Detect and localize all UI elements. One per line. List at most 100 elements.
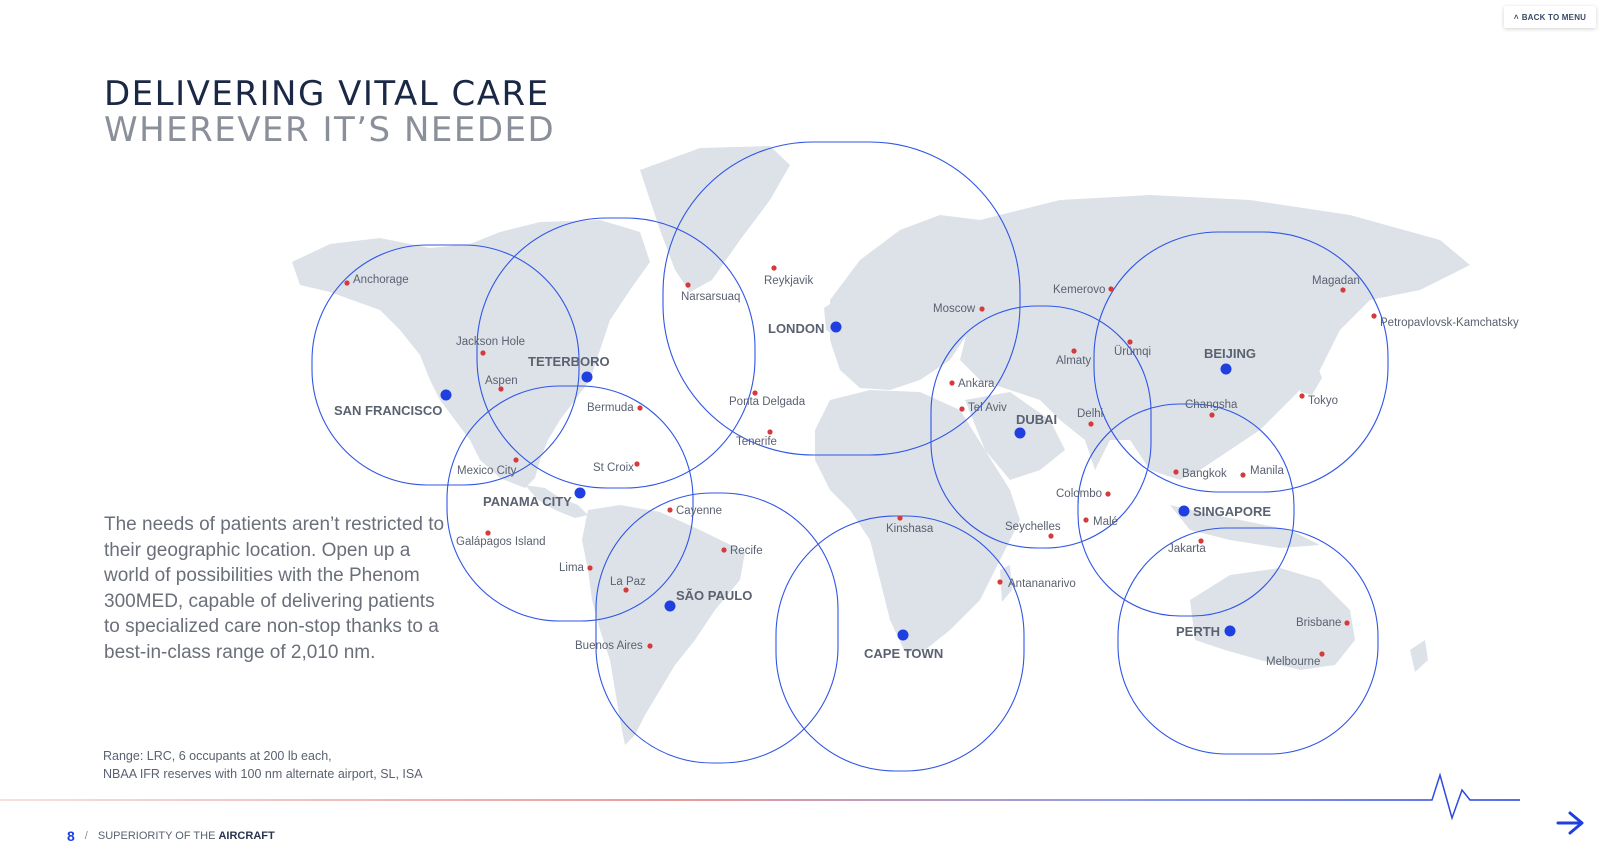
page-footer: 8 / SUPERIORITY OF THE AIRCRAFT xyxy=(67,828,275,844)
city-label: Ankara xyxy=(958,378,995,390)
city-marker[interactable] xyxy=(997,579,1003,585)
range-ring xyxy=(311,244,580,486)
hub-marker[interactable] xyxy=(1220,363,1232,375)
city-marker[interactable] xyxy=(1083,517,1089,523)
city-marker[interactable] xyxy=(1319,651,1325,657)
city-label: Malé xyxy=(1093,516,1118,528)
central-america-shape xyxy=(525,485,588,518)
city-label: Reykjavik xyxy=(764,275,813,287)
back-to-menu-button[interactable]: ˄ BACK TO MENU xyxy=(1504,6,1596,28)
city-marker[interactable] xyxy=(513,457,519,463)
city-marker[interactable] xyxy=(1127,339,1133,345)
city-marker[interactable] xyxy=(1108,286,1114,292)
city-label: Kinshasa xyxy=(886,523,934,535)
city-marker[interactable] xyxy=(979,306,985,312)
north-america-shape xyxy=(292,220,650,488)
city-label: Bangkok xyxy=(1182,468,1227,480)
city-marker[interactable] xyxy=(647,643,653,649)
city-marker[interactable] xyxy=(637,405,643,411)
city-marker[interactable] xyxy=(1371,313,1377,319)
city-label: Melbourne xyxy=(1266,656,1320,668)
hub-marker[interactable] xyxy=(1014,427,1026,439)
city-marker[interactable] xyxy=(634,461,640,467)
madagascar-shape xyxy=(1000,565,1012,602)
hub-label: DUBAI xyxy=(1016,412,1057,427)
city-marker[interactable] xyxy=(685,282,691,288)
footnote-line-1: Range: LRC, 6 occupants at 200 lb each, xyxy=(103,749,332,763)
hub-marker[interactable] xyxy=(1178,505,1190,517)
footnote-line-2: NBAA IFR reserves with 100 nm alternate … xyxy=(103,766,423,781)
hub-label: SÃO PAULO xyxy=(676,588,752,603)
city-marker[interactable] xyxy=(1340,287,1346,293)
page-title: DELIVERING VITAL CARE WHEREVER IT’S NEED… xyxy=(104,76,555,148)
city-label: Delhi xyxy=(1077,408,1103,420)
new-zealand-shape xyxy=(1410,640,1428,672)
description-text: The needs of patients aren’t restricted … xyxy=(104,514,445,663)
city-marker[interactable] xyxy=(485,530,491,536)
hub-marker[interactable] xyxy=(574,487,586,499)
city-marker[interactable] xyxy=(1209,412,1215,418)
range-ring xyxy=(1093,231,1389,493)
range-ring xyxy=(595,492,839,764)
range-ring xyxy=(1077,403,1295,617)
section-prefix: SUPERIORITY OF THE xyxy=(97,830,216,842)
city-marker[interactable] xyxy=(1198,538,1204,544)
hub-marker[interactable] xyxy=(664,600,676,612)
page-number: 8 xyxy=(67,828,75,844)
hub-label: BEIJING xyxy=(1204,346,1256,361)
hub-marker[interactable] xyxy=(830,321,842,333)
city-marker[interactable] xyxy=(344,280,350,286)
city-marker[interactable] xyxy=(498,386,504,392)
city-marker[interactable] xyxy=(623,587,629,593)
city-marker[interactable] xyxy=(1088,421,1094,427)
hub-label: PERTH xyxy=(1176,624,1220,639)
city-marker[interactable] xyxy=(959,406,965,412)
city-label: Lima xyxy=(559,562,585,574)
hub-marker[interactable] xyxy=(440,389,452,401)
section-name: SUPERIORITY OF THE AIRCRAFT xyxy=(98,830,275,842)
hub-marker[interactable] xyxy=(581,371,593,383)
hub-label: CAPE TOWN xyxy=(864,646,943,661)
city-label: Aspen xyxy=(485,375,518,387)
city-marker[interactable] xyxy=(1299,393,1305,399)
title-line-2: WHEREVER IT’S NEEDED xyxy=(104,110,556,150)
city-marker[interactable] xyxy=(1048,533,1054,539)
city-label: Mexico City xyxy=(457,465,517,477)
city-label: Galápagos Island xyxy=(456,536,546,548)
hub-marker[interactable] xyxy=(1224,625,1236,637)
australia-shape xyxy=(1190,568,1355,670)
city-label: Moscow xyxy=(933,303,976,315)
city-label: Tel Aviv xyxy=(968,402,1007,414)
city-label: Narsarsuaq xyxy=(681,291,740,303)
range-ring xyxy=(446,385,694,622)
section-bold: AIRCRAFT xyxy=(218,830,275,842)
hub-marker[interactable] xyxy=(897,629,909,641)
city-marker[interactable] xyxy=(721,547,727,553)
range-footnote: Range: LRC, 6 occupants at 200 lb each, … xyxy=(103,748,423,783)
city-marker[interactable] xyxy=(752,390,758,396)
city-marker[interactable] xyxy=(1173,469,1179,475)
hub-label: PANAMA CITY xyxy=(483,494,572,509)
heartbeat-line-icon xyxy=(0,772,1520,821)
indonesia-shape xyxy=(1170,505,1320,548)
south-america-shape xyxy=(582,505,745,745)
city-label: Anchorage xyxy=(353,274,409,286)
city-label: Recife xyxy=(730,545,763,557)
arrow-right-icon[interactable] xyxy=(1556,808,1586,838)
city-marker[interactable] xyxy=(667,507,673,513)
footer-separator: / xyxy=(84,830,88,842)
city-marker[interactable] xyxy=(587,565,593,571)
city-label: Ponta Delgada xyxy=(729,396,806,408)
city-marker[interactable] xyxy=(767,429,773,435)
city-marker[interactable] xyxy=(1344,620,1350,626)
city-marker[interactable] xyxy=(949,380,955,386)
range-ring xyxy=(1117,527,1379,755)
city-marker[interactable] xyxy=(1071,348,1077,354)
city-marker[interactable] xyxy=(1105,491,1111,497)
city-marker[interactable] xyxy=(1240,472,1246,478)
city-marker[interactable] xyxy=(771,265,777,271)
city-marker[interactable] xyxy=(897,515,903,521)
city-marker[interactable] xyxy=(480,350,486,356)
